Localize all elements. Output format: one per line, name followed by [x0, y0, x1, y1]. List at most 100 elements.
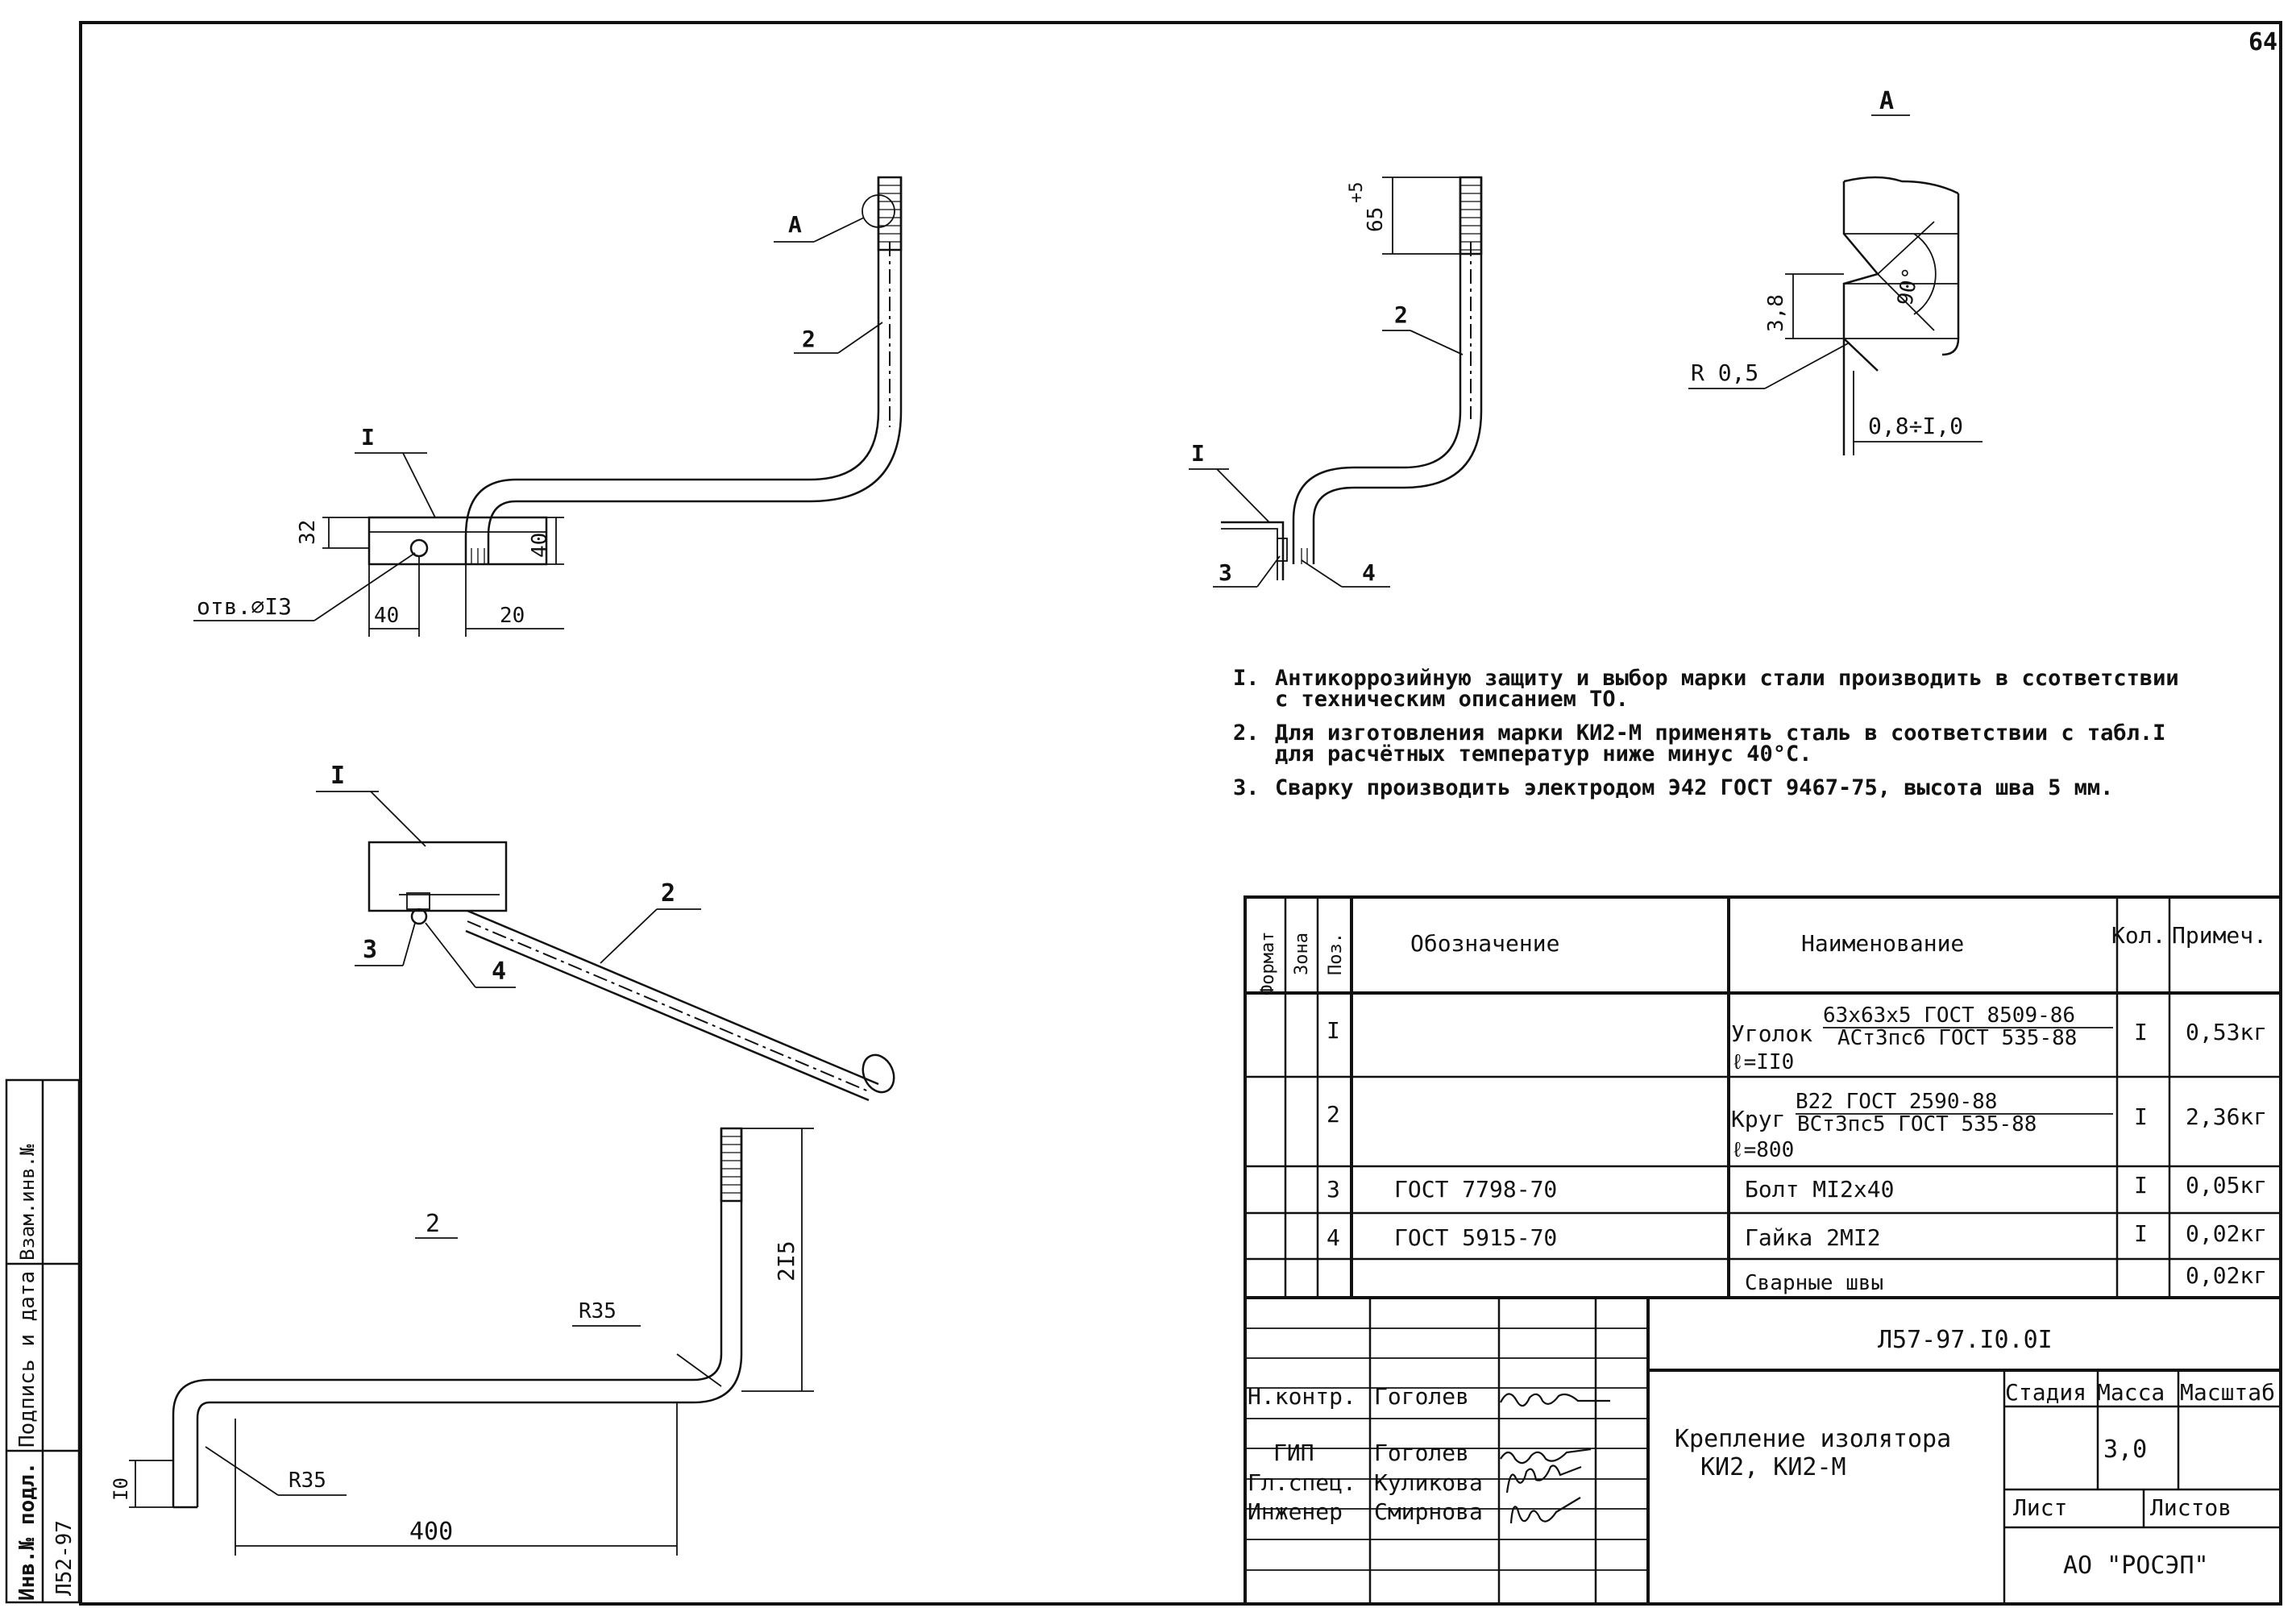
row1-name: Уголок	[1731, 1020, 1812, 1047]
note-1-num: I.	[1233, 666, 1260, 691]
title-block: Л57-97.I0.0I Н.контр. Гоголев ГИП Гоголе…	[1243, 1296, 2282, 1606]
dim-400: 400	[409, 1518, 453, 1546]
name-nkontr: Гоголев	[1374, 1383, 1469, 1410]
row4-name: Гайка 2МI2	[1745, 1224, 1881, 1251]
notes: I. Антикоррозийную защиту и выбор марки …	[1233, 666, 2179, 800]
r35-bottom: R35	[289, 1469, 326, 1493]
view2-pos4: 4	[1362, 559, 1376, 586]
row1-name-bot: АСт3пс6 ГОСТ 535-88	[1837, 1026, 2077, 1050]
signature-2	[1500, 1448, 1592, 1465]
row5-name: Сварные швы	[1745, 1271, 1883, 1295]
row2-name-extra: ℓ=800	[1731, 1138, 1794, 1162]
iso-pos1: I	[330, 762, 345, 790]
isometric-view: I 2 3 4	[316, 762, 895, 1102]
note-1-line1: Антикоррозийную защиту и выбор марки ста…	[1275, 666, 2179, 691]
note-2-line2: для расчётных температур ниже минус 40°С…	[1275, 742, 1812, 767]
label-stage: Стадия	[2005, 1379, 2086, 1406]
row2-qty: I	[2134, 1103, 2148, 1130]
detail-a-gap: 0,8÷I,0	[1868, 413, 1963, 439]
name-gip: Гоголев	[1374, 1440, 1469, 1466]
row1-qty: I	[2134, 1019, 2148, 1045]
dim-40-vertical: 40	[528, 533, 552, 558]
view2-pos2: 2	[1394, 301, 1408, 328]
row2-note: 2,36кг	[2186, 1103, 2267, 1130]
hdr-designation: Обозначение	[1410, 930, 1559, 957]
iso-pos2: 2	[661, 879, 675, 908]
row2-name-top: В22 ГОСТ 2590-88	[1796, 1090, 1997, 1114]
note-2-line1: Для изготовления марки КИ2-М применять с…	[1275, 721, 2165, 746]
name-engineer: Смирнова	[1374, 1498, 1483, 1525]
detail-a: А 90° 3,8 R 0,5 0,8÷I,0	[1688, 87, 1983, 455]
row4-designation: ГОСТ 5915-70	[1394, 1224, 1557, 1251]
stamp-value: Л52-97	[52, 1520, 77, 1596]
hdr-zone: Зона	[1292, 933, 1312, 975]
front-view: А 2 I 32 40 отв.∅I3 40 20	[193, 176, 903, 637]
note-1-line2: с техническим описанием ТО.	[1275, 687, 1629, 712]
dim-65-tolerance: +5	[1347, 182, 1367, 204]
detail-a-title: А	[1879, 87, 1894, 115]
dim-215: 2I5	[773, 1240, 799, 1282]
doc-code: Л57-97.I0.0I	[1878, 1326, 2053, 1354]
view2-pos3: 3	[1219, 559, 1232, 586]
part2-label: 2	[426, 1210, 440, 1238]
label-sheets: Листов	[2150, 1494, 2232, 1521]
thread-hatch	[877, 176, 903, 251]
mass-value: 3,0	[2103, 1435, 2147, 1464]
dim-32: 32	[296, 520, 320, 545]
detail-a-angle: 90°	[1893, 266, 1924, 307]
hdr-name: Наименование	[1801, 930, 1964, 957]
row1-name-top: 63х63х5 ГОСТ 8509-86	[1823, 1003, 2075, 1028]
row2-name: Круг	[1731, 1106, 1785, 1132]
drawing-frame	[79, 21, 2282, 1606]
dim-20: 20	[500, 604, 525, 628]
role-nkontr: Н.контр.	[1248, 1383, 1356, 1410]
row3-name: Болт МI2х40	[1745, 1176, 1894, 1203]
stamp-vzam: Взам.инв.№	[16, 1144, 39, 1261]
org-name: АО "РОСЭП"	[2063, 1552, 2209, 1580]
row3-pos: 3	[1327, 1176, 1340, 1203]
hdr-format: Формат	[1258, 932, 1278, 995]
view1-pos2: 2	[802, 326, 816, 352]
dim-40-horizontal: 40	[374, 604, 399, 628]
stamp-inv-podl: Инв.№ подл.	[15, 1462, 39, 1601]
row3-qty: I	[2134, 1172, 2148, 1199]
row4-pos: 4	[1327, 1224, 1340, 1251]
label-scale: Масштаб	[2180, 1379, 2275, 1406]
row1-pos: I	[1327, 1017, 1340, 1044]
row3-note: 0,05кг	[2186, 1172, 2267, 1199]
row3-designation: ГОСТ 7798-70	[1394, 1176, 1557, 1203]
iso-pos3: 3	[363, 936, 377, 964]
hole-label: отв.∅I3	[197, 593, 292, 620]
detail-a-radius: R 0,5	[1691, 359, 1758, 386]
signature-4	[1509, 1497, 1581, 1524]
label-mass: Масса	[2097, 1379, 2165, 1406]
role-gip: ГИП	[1273, 1440, 1314, 1466]
hdr-qty: Кол.	[2111, 922, 2165, 949]
row2-name-bot: ВСт3пс5 ГОСТ 535-88	[1797, 1112, 2037, 1136]
view1-pos1: I	[361, 424, 375, 451]
hdr-note: Примеч.	[2172, 922, 2267, 949]
spec-table: Формат Зона Поз. Обозначение Наименовани…	[1243, 895, 2282, 1299]
row2-pos: 2	[1327, 1101, 1340, 1128]
signature-3	[1505, 1465, 1582, 1494]
view2-pos1: I	[1191, 440, 1205, 467]
callout-a: А	[788, 211, 802, 238]
page-number: 64	[2248, 28, 2277, 56]
row1-note: 0,53кг	[2186, 1019, 2267, 1045]
role-glspec: Гл.спец.	[1248, 1469, 1356, 1496]
name-glspec: Куликова	[1374, 1469, 1483, 1496]
dim-10: I0	[110, 1477, 132, 1501]
r35-top: R35	[579, 1299, 617, 1323]
note-3-line1: Сварку производить электродом Э42 ГОСТ 9…	[1275, 775, 2113, 800]
side-view: 65 +5 2 I 3 4	[1189, 176, 1483, 588]
row1-name-extra: ℓ=II0	[1731, 1050, 1794, 1074]
hdr-pos: Поз.	[1326, 933, 1346, 975]
iso-pos4: 4	[492, 958, 506, 986]
detail-a-dim-38: 3,8	[1764, 294, 1788, 332]
stamp-podpis: Подпись и дата	[15, 1271, 39, 1448]
row4-qty: I	[2134, 1220, 2148, 1247]
side-stamp: Инв.№ подл. Подпись и дата Взам.инв.№ Л5…	[5, 1078, 81, 1604]
title-line2: КИ2, КИ2-М	[1700, 1453, 1846, 1481]
part2-view: 2 2I5 R35 R35 I0 400	[110, 1127, 814, 1556]
